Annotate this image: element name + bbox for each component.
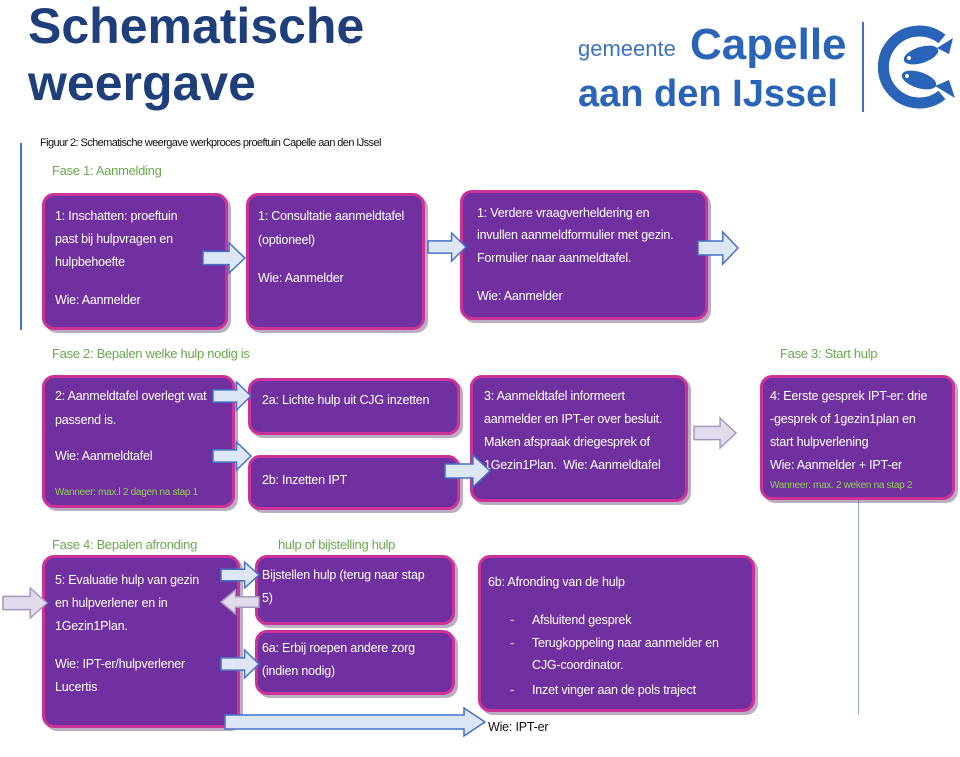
step-text-line: 2a: Lichte hulp uit CJG inzetten	[262, 393, 430, 407]
bullet-marker: -	[510, 613, 514, 627]
phase-label-2: Fase 2: Bepalen welke hulp nodig is	[52, 346, 250, 361]
arrow-right-icon	[213, 442, 251, 470]
step-box-informeert: 3: Aanmeldtafel informeert aanmelder en …	[470, 375, 688, 502]
arrow-right-icon	[203, 243, 245, 273]
step-text-line: 5)	[262, 591, 273, 605]
step-box-erbij-roepen: 6a: Erbij roepen andere zorg (indien nod…	[255, 630, 455, 695]
step-text-line: -gesprek of 1gezin1plan en	[770, 412, 916, 426]
step-text-line: past bij hulpvragen en	[55, 232, 173, 246]
arrow-right-icon	[694, 418, 736, 448]
when-label: Wanneer: max.l 2 dagen na stap 1	[55, 487, 198, 498]
step-box-afronding: 6b: Afronding van de hulp - Afsluitend g…	[478, 555, 755, 712]
step-text-line: Maken afspraak driegesprek of	[484, 435, 650, 449]
when-label: Wanneer: max. 2 weken na stap 2	[770, 480, 913, 491]
who-label: Wie: Aanmelder	[55, 293, 141, 307]
bullet-text: Inzet vinger aan de pols traject	[532, 683, 696, 697]
step-text-line: hulpbehoefte	[55, 255, 125, 269]
step-text-line: (indien nodig)	[262, 664, 335, 678]
municipality-logo: gemeente Capelle aan den IJssel	[570, 18, 960, 118]
logo-capelle-text: Capelle	[690, 20, 847, 69]
phase-label-4: Fase 4: Bepalen afronding	[52, 537, 197, 552]
step-text-line: aanmelder en IPT-er over besluit.	[484, 412, 663, 426]
logo-gemeente-text: gemeente	[578, 36, 676, 61]
who-label: Wie: Aanmeldtafel	[55, 449, 153, 463]
step-text-line: start hulpverlening	[770, 435, 869, 449]
step-text-line: Formulier naar aanmeldtafel.	[477, 251, 632, 265]
long-arrow-right-icon	[224, 706, 487, 738]
step-text-line: 2b: Inzetten IPT	[262, 473, 348, 487]
step-box-consultatie: 1: Consultatie aanmeldtafel (optioneel) …	[246, 193, 425, 330]
arrow-right-icon	[428, 233, 466, 261]
step-box-evaluatie: 5: Evaluatie hulp van gezin en hulpverle…	[42, 555, 240, 728]
page-title-line-2: weergave	[28, 55, 256, 111]
bullet-text: Terugkoppeling naar aanmelder en	[532, 636, 719, 650]
step-text-line: 1: Inschatten: proeftuin	[55, 209, 178, 223]
step-text-line: passend is.	[55, 413, 117, 427]
bullet-text-continued: CJG-coordinator.	[532, 658, 624, 672]
arrow-right-icon	[221, 650, 259, 678]
step-text-line: en hulpverlener en in	[55, 596, 168, 610]
arrow-right-icon	[213, 382, 251, 410]
step-text-line: Bijstellen hulp (terug naar stap	[262, 568, 425, 582]
step-text-line: 1: Consultatie aanmeldtafel	[258, 209, 405, 223]
who-label: Wie: IPT-er/hulpverlener	[55, 657, 185, 671]
step-text-line: 1Gezin1Plan.	[55, 619, 128, 633]
arrow-right-icon	[221, 562, 259, 588]
phase-label-1: Fase 1: Aanmelding	[52, 163, 162, 178]
step-box-bijstellen: Bijstellen hulp (terug naar stap 5)	[255, 555, 455, 625]
phase-label-4-continued: hulp of bijstelling hulp	[278, 537, 396, 552]
who-label: Wie: Aanmelder + IPT-er	[770, 458, 902, 472]
who-label: Wie: Aanmelder	[477, 289, 563, 303]
bullet-marker: -	[510, 683, 514, 697]
left-divider-line	[20, 143, 22, 330]
who-label-afronding: Wie: IPT-er	[488, 720, 549, 734]
step-text-line: 1Gezin1Plan. Wie: Aanmeldtafel	[484, 458, 661, 472]
step-text-line: 6a: Erbij roepen andere zorg	[262, 641, 415, 655]
page-title-line-1: Schematische	[28, 0, 365, 54]
step-text-line: 4: Eerste gesprek IPT-er: drie	[770, 389, 928, 403]
step-box-vraagverheldering: 1: Verdere vraagverheldering en invullen…	[460, 190, 708, 320]
bullet-text: Afsluitend gesprek	[532, 613, 632, 627]
logo-aan-den-ijssel-text: aan den IJssel	[578, 73, 838, 115]
figure-caption: Figuur 2: Schematische weergave werkproc…	[40, 137, 381, 149]
arrow-right-icon	[445, 455, 490, 487]
arrow-right-icon	[3, 588, 47, 618]
step-box-inschatten: 1: Inschatten: proeftuin past bij hulpvr…	[42, 193, 228, 330]
arrow-left-icon	[221, 590, 259, 614]
logo-divider	[862, 22, 864, 112]
right-divider-line	[858, 393, 859, 715]
who-label: Wie: Aanmelder	[258, 271, 344, 285]
step-box-lichte-hulp: 2a: Lichte hulp uit CJG inzetten	[248, 378, 460, 435]
step-title: 6b: Afronding van de hulp	[488, 575, 625, 589]
step-text-line: 3: Aanmeldtafel informeert	[484, 389, 625, 403]
fish-emblem-icon	[877, 25, 955, 109]
arrow-right-icon	[698, 232, 738, 264]
step-text-line: invullen aanmeldformulier met gezin.	[477, 228, 674, 242]
phase-label-3: Fase 3: Start hulp	[780, 346, 878, 361]
step-box-overleg: 2: Aanmeldtafel overlegt wat passend is.…	[42, 375, 235, 508]
step-text-line: (optioneel)	[258, 233, 315, 247]
who-label: Lucertis	[55, 680, 98, 694]
bullet-marker: -	[510, 636, 514, 650]
step-text-line: 2: Aanmeldtafel overlegt wat	[55, 389, 207, 403]
step-box-eerste-gesprek: 4: Eerste gesprek IPT-er: drie -gesprek …	[760, 375, 955, 500]
step-box-inzetten-ipt: 2b: Inzetten IPT	[248, 455, 460, 510]
step-text-line: 5: Evaluatie hulp van gezin	[55, 573, 200, 587]
step-text-line: 1: Verdere vraagverheldering en	[477, 206, 650, 220]
